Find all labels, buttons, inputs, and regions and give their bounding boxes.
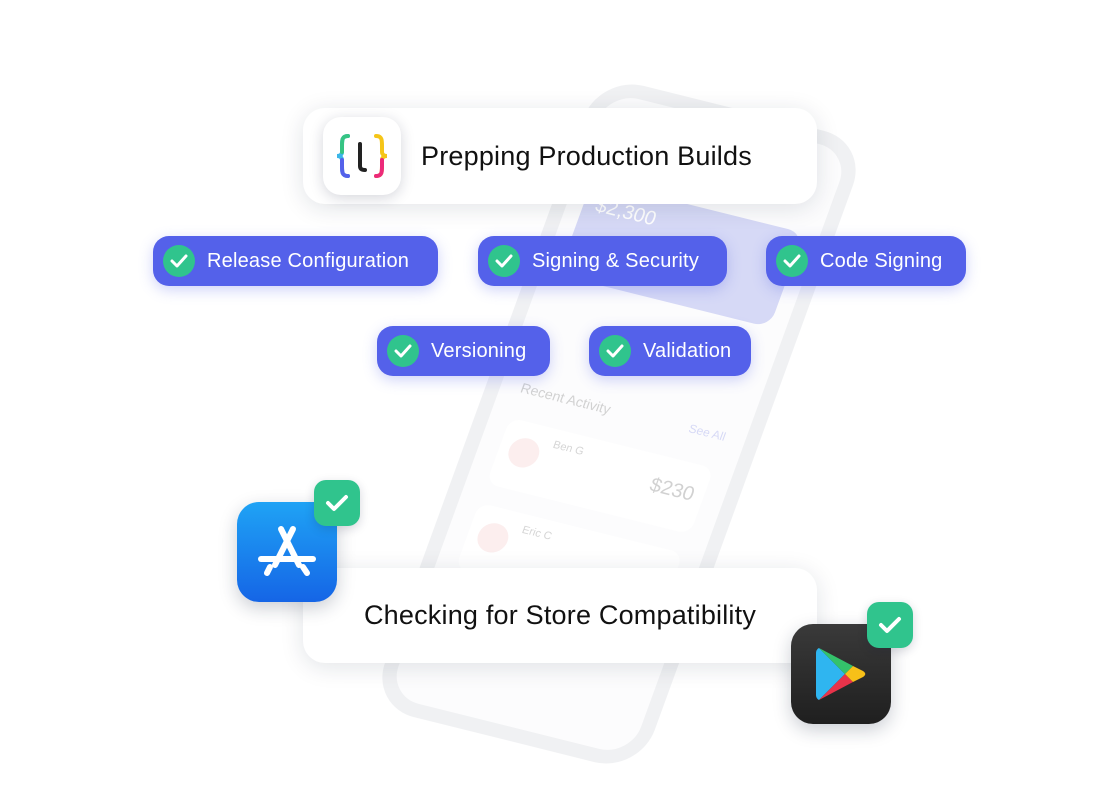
check-icon [314,480,360,526]
check-icon [488,245,520,277]
avatar [473,520,513,556]
card-title: Checking for Store Compatibility [363,600,757,630]
check-icon [867,602,913,648]
card-title: Prepping Production Builds [421,140,752,171]
avatar [504,435,544,471]
checklist-item-signing-security: Signing & Security [478,236,727,286]
checklist-label: Versioning [431,339,527,362]
prepping-builds-card: Prepping Production Builds [303,108,817,204]
phone-activity-row: Ben G $230 [486,417,715,535]
check-icon [776,245,808,277]
checklist-item-release-configuration: Release Configuration [153,236,438,286]
curly-braces-logo-icon [323,117,401,195]
store-compatibility-card: Checking for Store Compatibility [303,568,817,663]
phone-row-name: Ben G [551,439,586,458]
check-icon [163,245,195,277]
check-icon [599,335,631,367]
phone-row-name: Eric C [520,524,554,543]
checklist-label: Release Configuration [207,249,410,272]
check-icon [387,335,419,367]
checklist-item-versioning: Versioning [377,326,550,376]
checklist-item-code-signing: Code Signing [766,236,966,286]
checklist-label: Validation [643,339,732,362]
phone-see-all: See All [686,421,728,444]
checklist-label: Code Signing [820,249,943,272]
phone-recent-heading: Recent Activity [518,379,614,418]
checklist-item-validation: Validation [589,326,751,376]
google-play-icon [791,624,891,724]
phone-row-amount: $230 [646,474,698,506]
checklist-label: Signing & Security [532,249,700,272]
